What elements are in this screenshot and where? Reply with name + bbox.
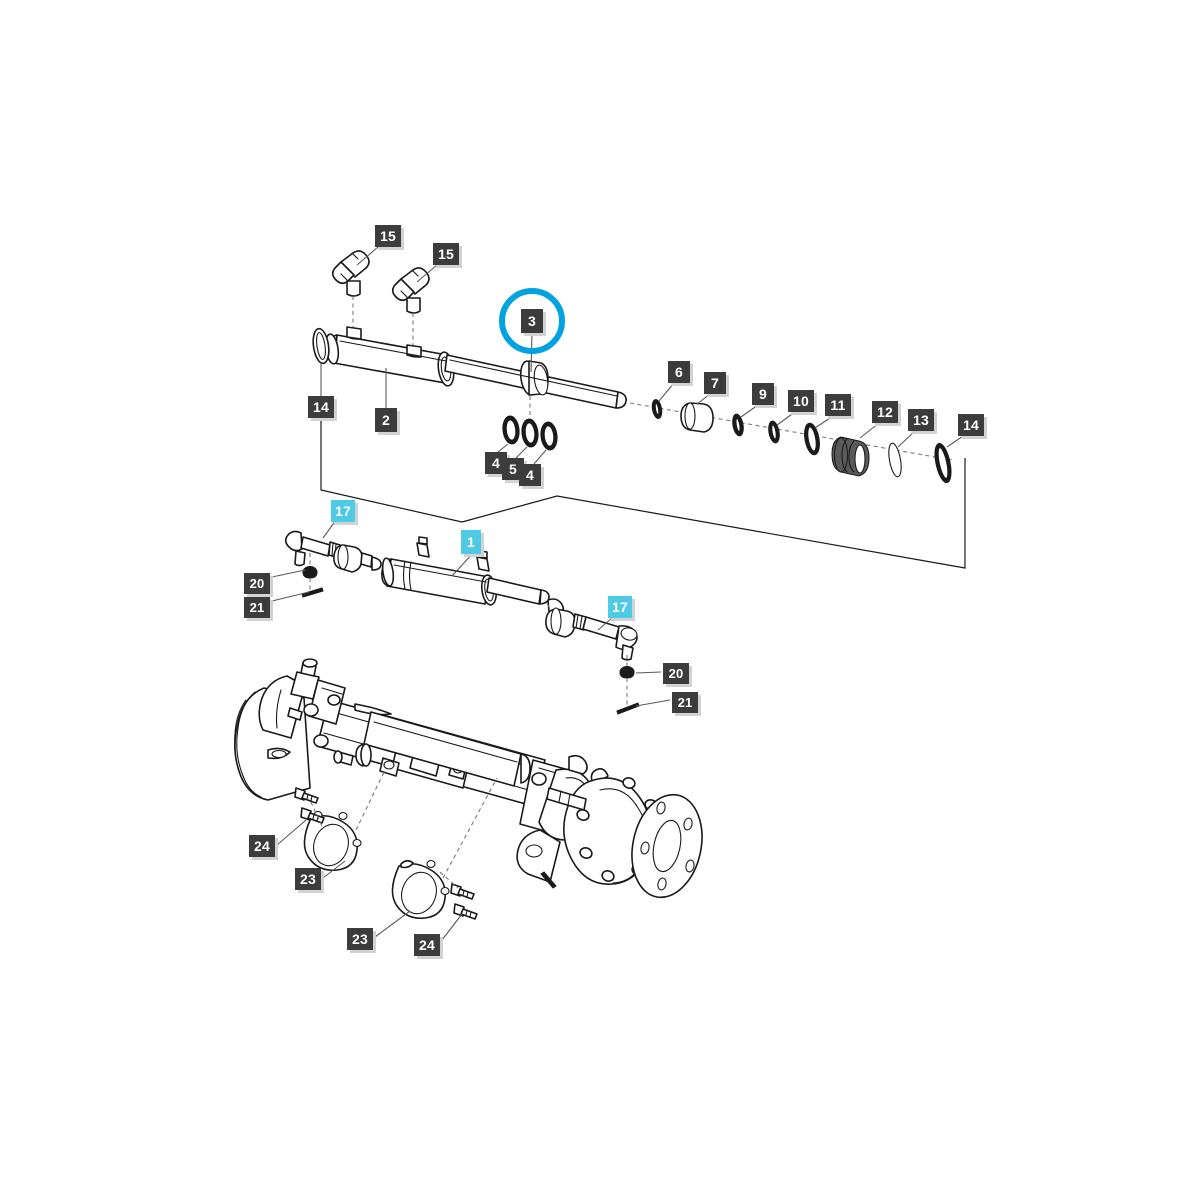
callout-15[interactable]: 15 xyxy=(375,225,401,247)
o-ring-4-a xyxy=(502,415,520,445)
elbow-fitting-15-right xyxy=(391,267,430,314)
flange-gasket-23-upper xyxy=(303,810,362,872)
callout-3[interactable]: 3 xyxy=(521,309,543,333)
callout-24[interactable]: 24 xyxy=(249,835,275,857)
tie-rod-end-17-right xyxy=(545,598,638,661)
callout-11[interactable]: 11 xyxy=(825,394,851,416)
leader-15-left xyxy=(356,246,379,266)
leader-12 xyxy=(859,422,880,439)
bolt-24-upper-a xyxy=(294,787,319,804)
callout-20[interactable]: 20 xyxy=(663,663,689,684)
cotter-pin-21-left xyxy=(301,587,324,598)
leader-14-right xyxy=(946,435,964,448)
part-10-washer xyxy=(768,420,780,444)
leader-5 xyxy=(515,446,528,459)
part-14-o-ring-right xyxy=(934,442,952,484)
callout-5[interactable]: 5 xyxy=(502,458,524,480)
bolt-24-upper-b xyxy=(300,807,325,824)
callout-15[interactable]: 15 xyxy=(433,243,459,265)
front-axle-assembly xyxy=(234,658,703,920)
callout-21[interactable]: 21 xyxy=(244,597,270,618)
callout-4[interactable]: 4 xyxy=(519,464,541,486)
castle-nut-20-left xyxy=(302,566,318,579)
cylinder-barrel-2 xyxy=(324,326,455,387)
callout-4[interactable]: 4 xyxy=(485,452,507,474)
o-ring-4-b xyxy=(540,421,558,451)
leader-6 xyxy=(658,382,675,402)
callout-14[interactable]: 14 xyxy=(308,396,334,418)
part-13-retaining-ring xyxy=(888,442,902,478)
tie-rod-end-17-left xyxy=(284,530,382,573)
left-steering-knuckle xyxy=(234,658,346,801)
callout-20[interactable]: 20 xyxy=(244,573,270,594)
leader-10 xyxy=(776,411,796,426)
callout-6[interactable]: 6 xyxy=(668,361,690,383)
callout-17[interactable]: 17 xyxy=(608,596,632,618)
part-9-washer xyxy=(732,413,744,437)
leader-13 xyxy=(897,430,916,448)
right-steering-knuckle-and-hub xyxy=(516,754,703,899)
leader-24-upper xyxy=(276,819,307,846)
leader-21-right xyxy=(635,699,671,707)
leader-9 xyxy=(740,404,759,418)
part-3-highlight-ring xyxy=(499,288,565,354)
leader-20-left xyxy=(271,569,306,578)
callout-23[interactable]: 23 xyxy=(295,868,321,890)
callout-9[interactable]: 9 xyxy=(752,383,774,405)
callout-12[interactable]: 12 xyxy=(872,401,898,423)
leader-1 xyxy=(451,551,475,577)
leader-21-left xyxy=(271,591,310,602)
assembled-steering-cylinder-1 xyxy=(381,536,550,606)
leader-15-right xyxy=(416,264,438,283)
elbow-fitting-15-left xyxy=(331,250,370,297)
callout-14[interactable]: 14 xyxy=(958,414,984,436)
piston-rod-3 xyxy=(444,354,627,409)
leader-17-right xyxy=(597,617,613,631)
o-ring-14-left xyxy=(312,327,330,365)
part-7-bushing xyxy=(680,402,714,433)
leader-23-lower xyxy=(374,910,411,938)
callout-21[interactable]: 21 xyxy=(672,692,698,713)
callout-1[interactable]: 1 xyxy=(461,530,481,554)
leader-24-lower xyxy=(441,913,463,941)
part-12-bearing xyxy=(831,436,870,477)
callout-17[interactable]: 17 xyxy=(331,500,355,522)
callout-23[interactable]: 23 xyxy=(347,928,373,950)
leader-4-a xyxy=(497,443,509,453)
o-ring-5 xyxy=(521,418,539,448)
leader-17-left xyxy=(322,519,337,539)
leader-7 xyxy=(696,393,711,405)
leader-4-b xyxy=(533,449,547,465)
bracket-left xyxy=(320,418,463,523)
part-11-seal-ring xyxy=(804,422,820,456)
callout-24[interactable]: 24 xyxy=(414,934,440,956)
callout-2[interactable]: 2 xyxy=(375,408,397,432)
o-ring-group-4-5-4 xyxy=(502,415,558,451)
callout-7[interactable]: 7 xyxy=(704,372,726,394)
bracket-right xyxy=(461,458,966,569)
castle-nut-20-right xyxy=(619,666,635,679)
bolt-24-lower-a xyxy=(450,883,475,900)
leader-20-right xyxy=(635,671,662,674)
callout-13[interactable]: 13 xyxy=(908,409,934,431)
leader-11 xyxy=(814,415,834,429)
callout-10[interactable]: 10 xyxy=(788,390,814,412)
part-6-seal xyxy=(651,399,663,419)
leader-23-upper xyxy=(322,860,346,879)
flange-gasket-23-lower xyxy=(391,859,450,920)
bolt-24-lower-b xyxy=(453,903,478,920)
